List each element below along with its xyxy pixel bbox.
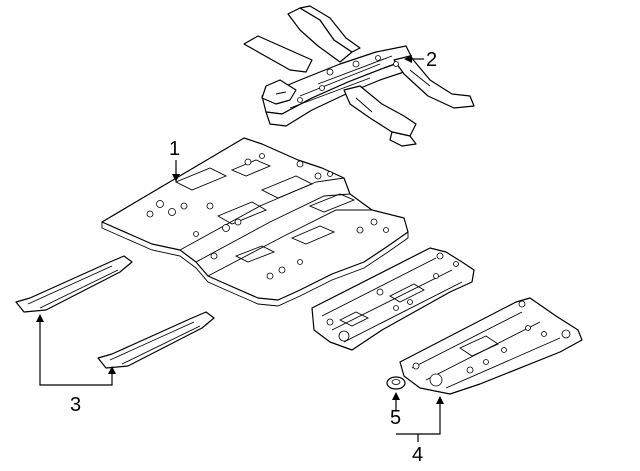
leader-2 [404,55,424,63]
callout-3: 3 [70,394,81,416]
leader-5 [392,392,400,410]
part-5-nut [386,376,406,390]
part-3-sill-upper [15,255,133,313]
part-4-rear-floor-rear [399,297,583,395]
callout-5: 5 [390,407,401,429]
part-1-floor-pan [101,137,409,307]
leader-4 [396,396,444,442]
leader-1 [172,160,180,182]
callout-2: 2 [426,49,437,71]
callout-1: 1 [169,138,180,160]
part-3-sill-lower [97,311,215,369]
part-2-rear-frame [243,5,475,147]
leader-3 [36,314,116,386]
part-4-rear-floor-front [311,247,475,351]
callout-4: 4 [412,444,423,466]
